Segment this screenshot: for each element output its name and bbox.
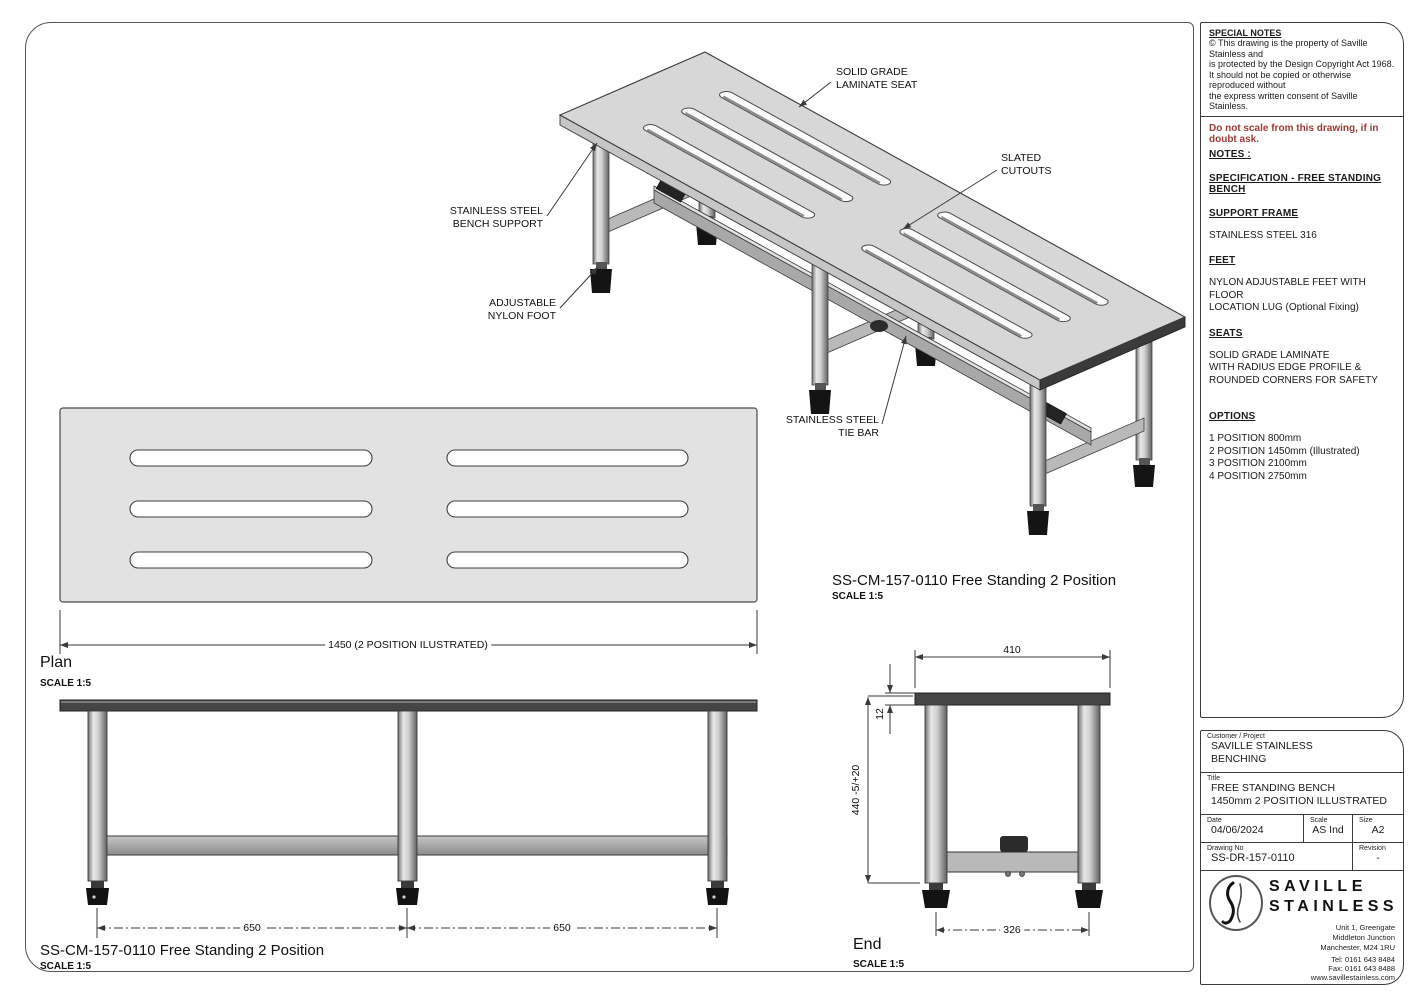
end-label: End [853, 936, 882, 953]
tb-size-cell: Size A2 [1353, 815, 1403, 842]
dim-12: 12 [874, 708, 886, 720]
end-tie-bar [946, 851, 1079, 873]
dim-1450: 1450 (2 POSITION ILUSTRATED) [325, 639, 491, 651]
options-heading: OPTIONS [1209, 411, 1256, 422]
title-block: Customer / Project SAVILLE STAINLESS BEN… [1200, 730, 1404, 985]
end-feet [922, 883, 1103, 908]
do-not-scale-warning: Do not scale from this drawing, if in do… [1209, 122, 1379, 145]
tb-scale-label: Scale [1310, 817, 1328, 824]
company-logo-icon [1209, 875, 1263, 931]
end-dimensions [865, 650, 1111, 936]
iso-slated-cutouts [641, 90, 1112, 340]
front-legs [87, 710, 728, 882]
notes-heading: NOTES : [1209, 148, 1251, 160]
tb-customer-row: Customer / Project SAVILLE STAINLESS BEN… [1201, 731, 1403, 773]
feet-body: NYLON ADJUSTABLE FEET WITH FLOOR LOCATIO… [1209, 277, 1366, 313]
notes-section-seats: SEATS SOLID GRADE LAMINATE WITH RADIUS E… [1209, 328, 1395, 388]
tb-drawingno-cell: Drawing No SS-DR-157-0110 [1201, 843, 1353, 870]
tb-size-value: A2 [1371, 824, 1385, 836]
label-nylon-foot: ADJUSTABLE NYLON FOOT [487, 297, 556, 322]
label-laminate-seat: SOLID GRADE LAMINATE SEAT [836, 66, 918, 91]
special-notes-body: © This drawing is the property of Savill… [1209, 38, 1395, 111]
notes-divider [1201, 115, 1403, 117]
iso-view [559, 52, 1186, 535]
tb-revision-value: - [1376, 852, 1380, 864]
seats-heading: SEATS [1209, 327, 1243, 339]
notes-panel: SPECIAL NOTES © This drawing is the prop… [1200, 22, 1404, 718]
company-name-line1: SAVILLE [1269, 878, 1367, 895]
front-view [59, 699, 758, 938]
plan-scale: SCALE 1:5 [40, 678, 92, 689]
notes-section-options: OPTIONS 1 POSITION 800mm 2 POSITION 1450… [1209, 411, 1395, 483]
tb-customer-label: Customer / Project [1207, 733, 1265, 740]
leader-lines [546, 81, 998, 425]
company-fax: Fax: 0161 643 8488 [1328, 964, 1395, 973]
tb-date-scale-size-row: Date 04/06/2024 Scale AS Ind Size A2 [1201, 815, 1403, 843]
plan-label: Plan [40, 654, 73, 671]
tb-scale-value: AS Ind [1312, 824, 1344, 836]
company-address: Unit 1, Greengate Middleton Junction Man… [1320, 923, 1395, 952]
tb-customer-value: SAVILLE STAINLESS BENCHING [1211, 740, 1313, 765]
seats-body: SOLID GRADE LAMINATE WITH RADIUS EDGE PR… [1209, 349, 1378, 386]
slot-shadows [647, 97, 1097, 337]
end-location-lug [1000, 836, 1028, 852]
notes-section-specification: SPECIFICATION - FREE STANDING BENCH [1209, 173, 1395, 195]
iso-seat-top [560, 52, 1185, 380]
label-slated-cutouts: SLATED CUTOUTS [1001, 152, 1052, 177]
notes-section-support-frame: SUPPORT FRAME STAINLESS STEEL 316 [1209, 208, 1395, 243]
feet-heading: FEET [1209, 255, 1236, 266]
tb-date-cell: Date 04/06/2024 [1201, 815, 1304, 842]
dim-440: 440 -5/+20 [850, 764, 862, 816]
company-tel: Tel: 0161 643 8484 [1331, 955, 1395, 964]
dim-410: 410 [1000, 644, 1024, 656]
end-legs [924, 704, 1101, 884]
iso-tie-bar [653, 177, 1092, 446]
plan-view [59, 407, 758, 654]
tb-company-area: SAVILLE STAINLESS Unit 1, Greengate Midd… [1201, 871, 1403, 982]
support-frame-heading: SUPPORT FRAME [1209, 207, 1299, 219]
tb-revision-label: Revision [1359, 845, 1386, 852]
tb-drawingno-row: Drawing No SS-DR-157-0110 Revision - [1201, 843, 1403, 871]
front-dimensions [96, 908, 718, 938]
tb-drawingno-label: Drawing No [1207, 845, 1244, 852]
dim-650-left: 650 [240, 922, 264, 934]
tb-date-value: 04/06/2024 [1211, 824, 1264, 836]
tb-title-value: FREE STANDING BENCH 1450mm 2 POSITION IL… [1211, 782, 1388, 807]
spec-heading: SPECIFICATION - FREE STANDING BENCH [1209, 172, 1382, 195]
tb-size-label: Size [1359, 817, 1373, 824]
label-bench-support: STAINLESS STEEL BENCH SUPPORT [449, 205, 543, 230]
special-notes-title: SPECIAL NOTES [1209, 28, 1282, 38]
tb-title-row: Title FREE STANDING BENCH 1450mm 2 POSIT… [1201, 773, 1403, 815]
support-frame-body: STAINLESS STEEL 316 [1209, 229, 1317, 241]
tb-title-label: Title [1207, 775, 1220, 782]
dim-650-right: 650 [550, 922, 574, 934]
notes-section-feet: FEET NYLON ADJUSTABLE FEET WITH FLOOR LO… [1209, 255, 1395, 315]
options-body: 1 POSITION 800mm 2 POSITION 1450mm (Illu… [1209, 433, 1360, 482]
front-caption: SS-CM-157-0110 Free Standing 2 Position [40, 942, 325, 959]
end-view [865, 650, 1111, 936]
plan-slots [129, 449, 689, 569]
tb-drawingno-value: SS-DR-157-0110 [1211, 852, 1295, 864]
iso-scale: SCALE 1:5 [832, 591, 884, 602]
label-tie-bar: STAINLESS STEEL TIE BAR [785, 414, 879, 439]
front-scale: SCALE 1:5 [40, 961, 92, 972]
company-web: www.savillestainless.com [1310, 973, 1395, 982]
company-name-line2: STAINLESS [1269, 898, 1399, 915]
end-seat [914, 692, 1111, 706]
tb-revision-cell: Revision - [1353, 843, 1403, 870]
end-scale: SCALE 1:5 [853, 959, 905, 970]
tb-scale-cell: Scale AS Ind [1304, 815, 1353, 842]
tb-date-label: Date [1207, 817, 1222, 824]
dim-326: 326 [1000, 924, 1024, 936]
iso-front-legs [590, 126, 1049, 535]
sheet-border [25, 22, 1194, 972]
front-feet [86, 881, 729, 905]
iso-caption: SS-CM-157-0110 Free Standing 2 Position [832, 572, 1117, 589]
